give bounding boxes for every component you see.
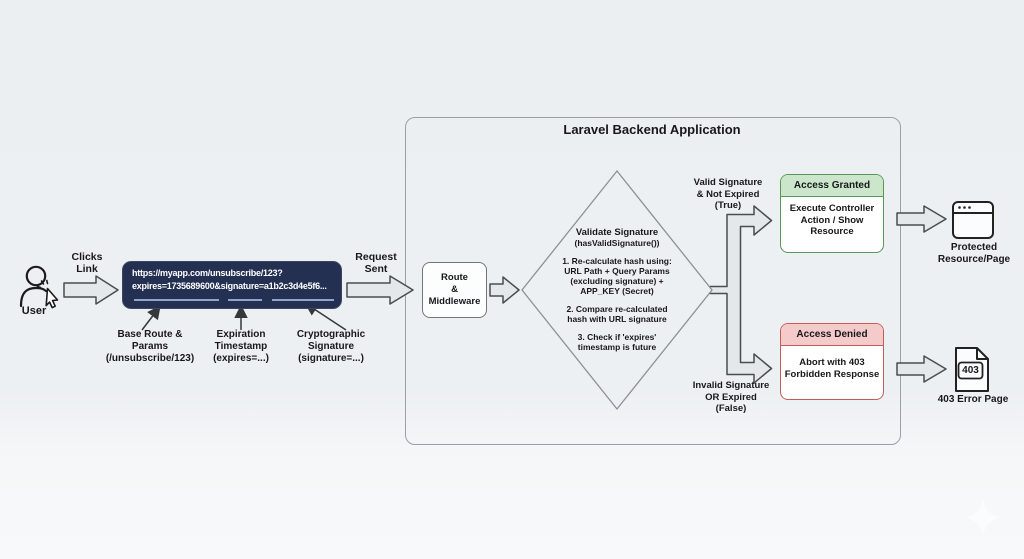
browser-icon [952, 201, 994, 239]
validate-diamond [521, 169, 713, 411]
clicks-link-label: Clicks Link [71, 251, 103, 275]
url-line-2: expires=1735689600&signature=a1b2c3d4e5f… [132, 281, 327, 291]
valid-branch-label: Valid Signature & Not Expired (True) [693, 177, 763, 211]
validate-step-3: 3. Check if 'expires' timestamp is futur… [577, 332, 657, 352]
sparkle-watermark-icon [966, 499, 1000, 536]
user-icon [19, 265, 59, 309]
backend-title: Laravel Backend Application [563, 122, 741, 137]
access-granted-body: Execute Controller Action / Show Resourc… [789, 203, 875, 237]
annotation-arrow-signature [304, 302, 347, 331]
granted-output-arrow [896, 205, 947, 233]
clicks-link-arrow [63, 275, 119, 305]
branch-connector [709, 205, 773, 384]
error-403-label: 403 Error Page [937, 394, 1009, 405]
error-document-code: 403 [962, 365, 979, 376]
validate-step-1: 1. Re-calculate hash using: URL Path + Q… [562, 256, 672, 296]
annotation-expiration: Expiration Timestamp (expires=...) [213, 329, 269, 364]
access-denied-body: Abort with 403 Forbidden Response [784, 357, 880, 380]
url-underline-base-route [134, 299, 219, 301]
request-sent-label: Request Sent [355, 251, 397, 275]
backend-container [405, 117, 901, 445]
access-denied-box: Access Denied Abort with 403 Forbidden R… [780, 323, 884, 400]
annotation-arrow-base-route [141, 305, 161, 331]
error-document-icon [955, 347, 989, 392]
url-underline-expiration [228, 299, 262, 301]
access-granted-box: Access Granted Execute Controller Action… [780, 174, 884, 253]
validate-step-2: 2. Compare re-calculated hash with URL s… [566, 304, 668, 324]
route-to-validate-arrow [489, 276, 520, 304]
denied-output-arrow [896, 355, 947, 383]
access-denied-header: Access Denied [781, 324, 883, 346]
route-middleware-box: Route & Middleware [422, 262, 487, 318]
url-line-1: https://myapp.com/unsubscribe/123? [132, 268, 283, 278]
annotation-signature: Cryptographic Signature (signature=...) [296, 329, 366, 364]
protected-resource-label: Protected Resource/Page [937, 242, 1011, 265]
access-granted-header: Access Granted [781, 175, 883, 197]
request-sent-arrow [346, 275, 414, 305]
annotation-base-route: Base Route & Params (/unsubscribe/123) [105, 329, 195, 364]
url-underline-signature [272, 299, 334, 301]
validate-title: Validate Signature [575, 227, 659, 238]
invalid-branch-label: Invalid Signature OR Expired (False) [692, 380, 770, 414]
validate-subtitle: (hasValidSignature()) [574, 238, 660, 248]
signed-url-box: https://myapp.com/unsubscribe/123? expir… [122, 261, 342, 309]
user-label: User [21, 305, 47, 317]
validate-diamond-text: Validate Signature (hasValidSignature())… [532, 227, 702, 352]
